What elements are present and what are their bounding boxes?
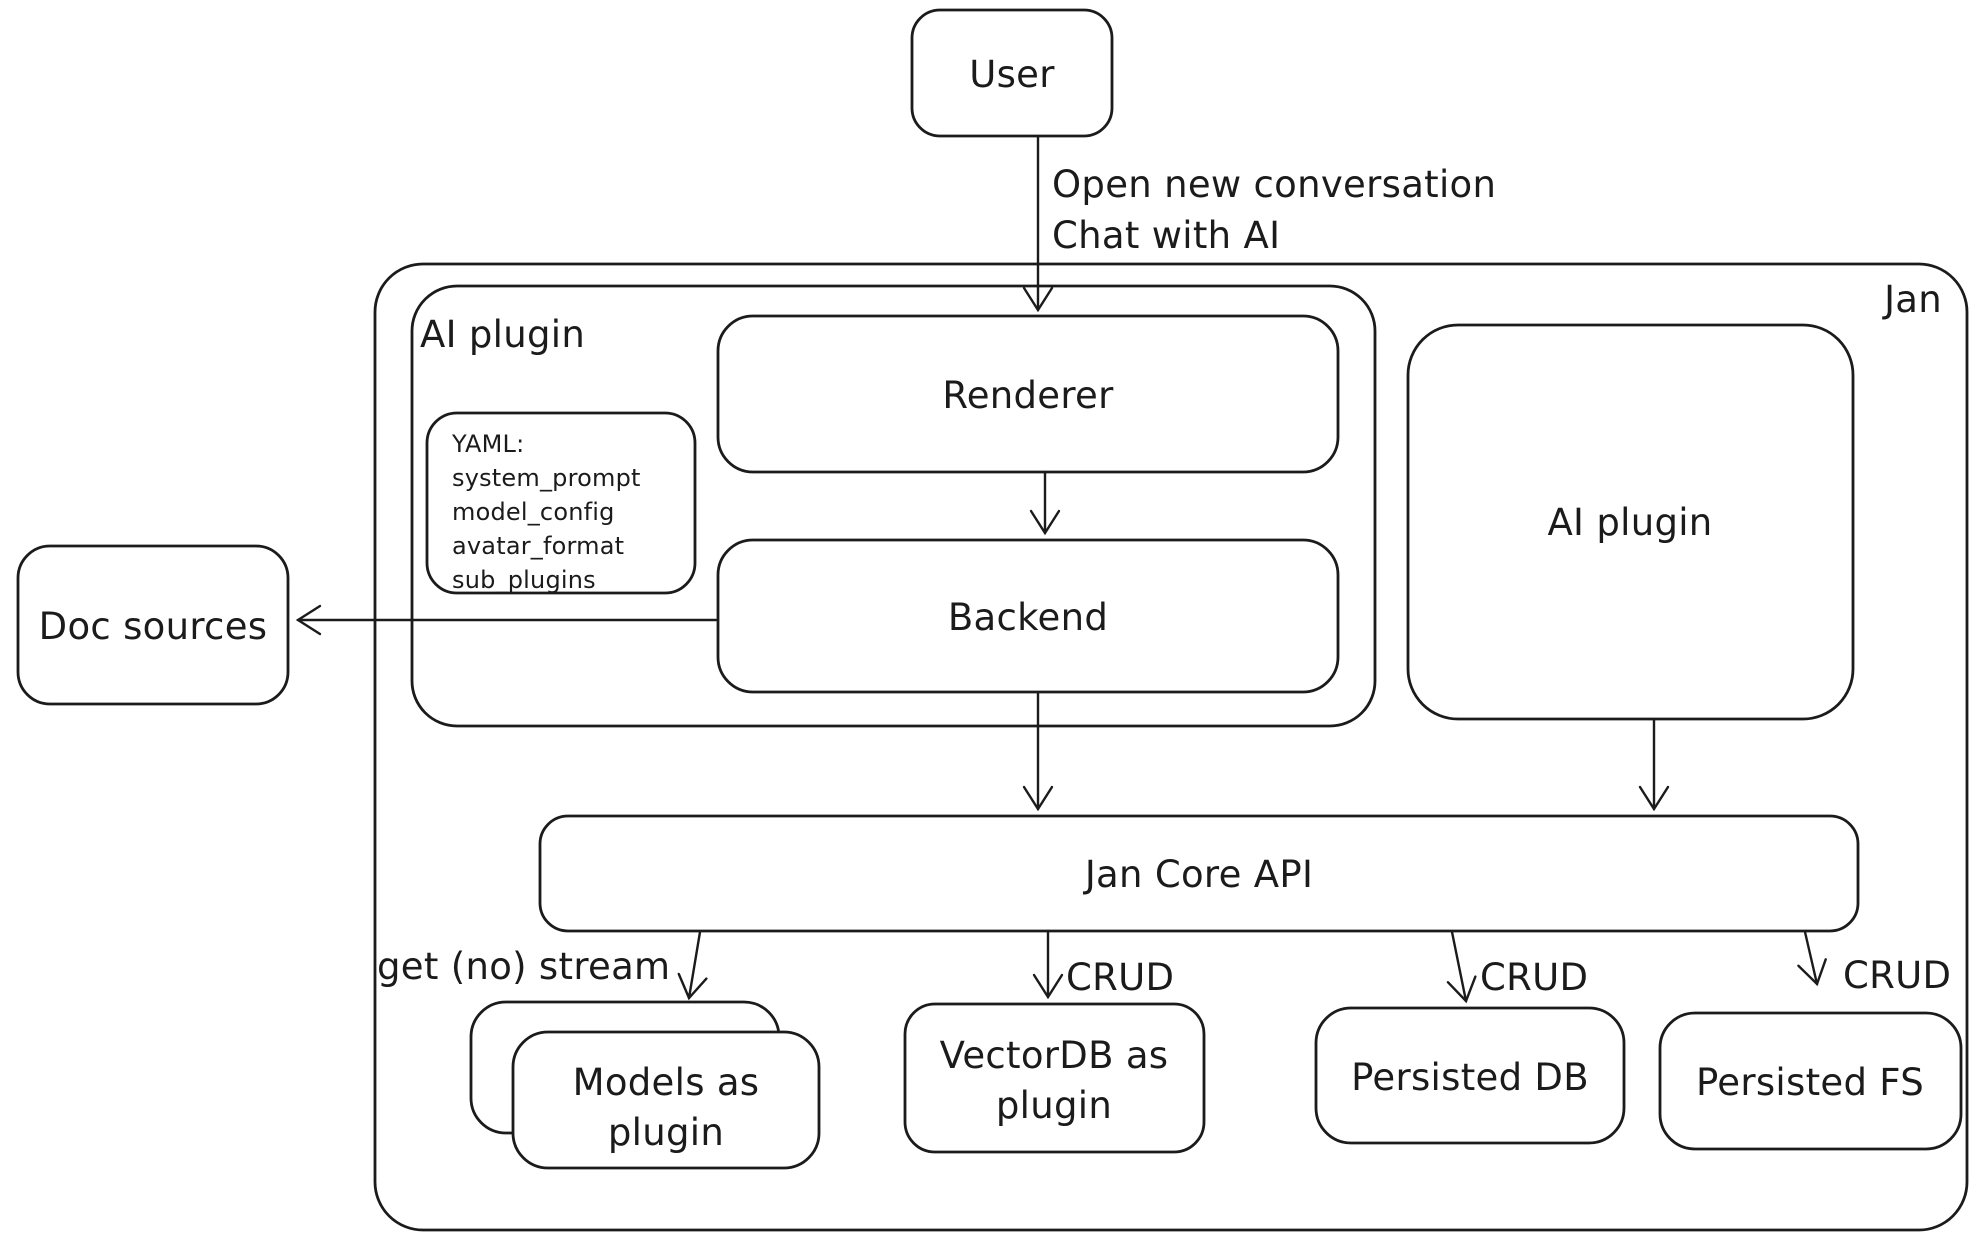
jan-core-api-node-label: Jan Core API [1083, 853, 1313, 896]
vectordb-node-label: plugin [996, 1084, 1112, 1127]
persisted-fs-node-label: Persisted FS [1696, 1061, 1924, 1104]
edge-jan-core-to-models [677, 930, 708, 1001]
edge-jan-core-to-persisted-db [1446, 930, 1477, 1004]
persisted-db-node-label: Persisted DB [1351, 1056, 1589, 1099]
yaml-note-line: sub_plugins [452, 566, 596, 594]
models-as-plugin-node-label: Models as [573, 1061, 760, 1104]
edge-user-to-renderer-label: Open new conversation [1052, 163, 1496, 206]
ai-plugin-left-label: AI plugin [420, 313, 585, 356]
ai-plugin-right-node-label: AI plugin [1547, 501, 1712, 544]
doc-sources-node-label: Doc sources [39, 605, 268, 648]
backend-node-label: Backend [948, 596, 1108, 639]
edge-jan-core-to-persisted-fs [1797, 930, 1827, 987]
backend-node-box [716, 538, 1340, 694]
doc-sources-node-box [16, 544, 290, 706]
yaml-note-line: system_prompt [452, 464, 641, 492]
ai-plugin-right-node-box [1406, 323, 1855, 721]
edge-jan-core-to-vectordb-label: CRUD [1066, 956, 1174, 999]
edge-jan-core-to-persisted-db-label: CRUD [1480, 956, 1588, 999]
models-as-plugin-node-box [511, 1030, 821, 1170]
edge-jan-core-to-models-label: get (no) stream [377, 945, 670, 988]
yaml-note-line: YAML: [451, 430, 524, 458]
yaml-note-line: avatar_format [452, 532, 624, 560]
persisted-fs-node-box [1658, 1011, 1963, 1151]
vectordb-node-label: VectorDB as [940, 1034, 1169, 1077]
renderer-node-box [716, 314, 1340, 474]
jan-container-label: Jan [1882, 278, 1942, 321]
edge-jan-core-to-persisted-fs-label: CRUD [1843, 954, 1951, 997]
persisted-db-node-box [1314, 1006, 1626, 1145]
edge-user-to-renderer-label: Chat with AI [1052, 214, 1280, 257]
jan-core-api-node-box [538, 814, 1860, 933]
models-as-plugin-node-label: plugin [608, 1111, 724, 1154]
user-node-box [910, 8, 1114, 138]
yaml-note-box [425, 411, 697, 595]
yaml-note-line: model_config [452, 498, 615, 526]
user-node-label: User [969, 53, 1055, 96]
renderer-node-label: Renderer [942, 374, 1114, 417]
vectordb-node-box [903, 1002, 1206, 1154]
